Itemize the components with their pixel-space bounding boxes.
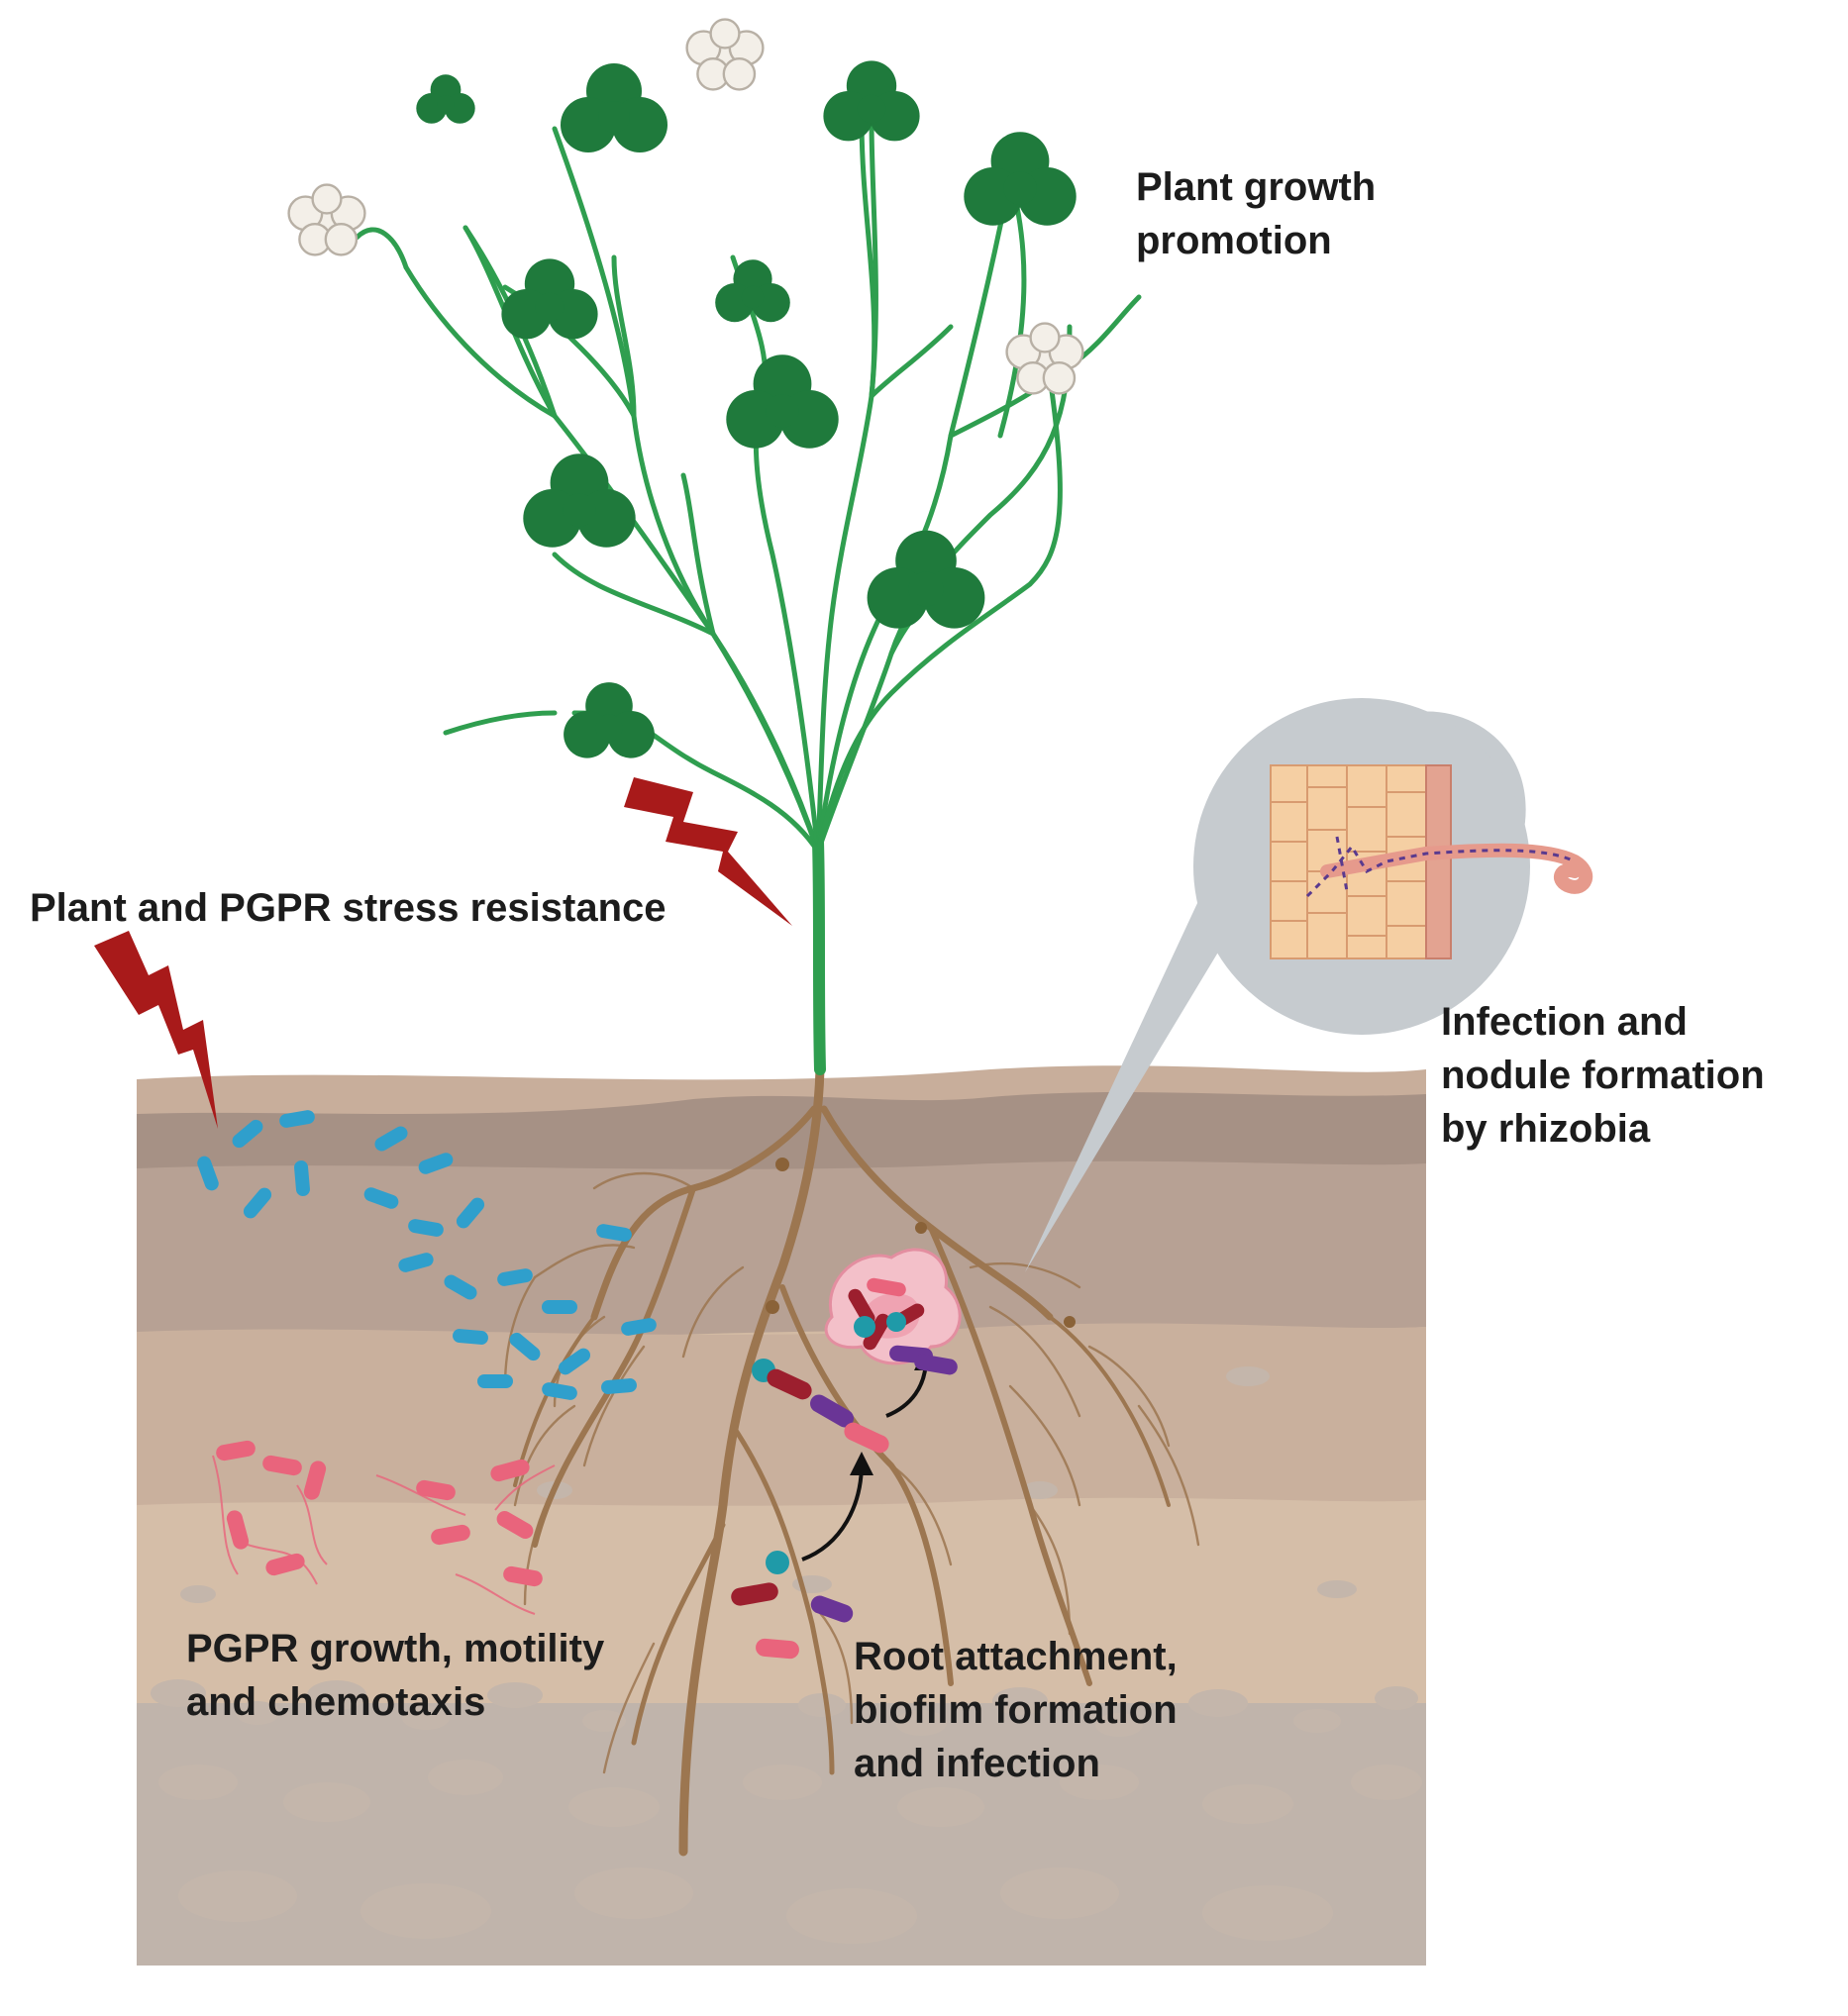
bacterium-icon (431, 1524, 470, 1546)
clover-leaf-icon (416, 74, 475, 124)
bacterium-icon (374, 1126, 408, 1152)
bacterium-icon (416, 1479, 456, 1501)
white-flower-icon (287, 183, 366, 256)
root-colonization (731, 1248, 962, 1660)
white-flower-icon (685, 18, 765, 91)
bacterium-icon (456, 1197, 485, 1229)
bacterium-icon (731, 1582, 778, 1606)
label-line: PGPR growth, motility (186, 1627, 605, 1670)
soil-band (137, 1160, 1426, 1342)
bacterium-icon (497, 1268, 533, 1286)
bacterium-icon (503, 1565, 543, 1587)
bacterium-icon (453, 1329, 488, 1345)
bacterium-icon (542, 1300, 577, 1314)
label-pgpr-growth: PGPR growth, motility and chemotaxis (186, 1622, 604, 1729)
bacterium-icon (265, 1553, 305, 1576)
clover-leaves (416, 60, 1077, 758)
bacterium-icon (477, 1374, 513, 1388)
roots (503, 1064, 1200, 1857)
bacterium-icon (509, 1332, 541, 1361)
bacterium-icon (363, 1187, 399, 1209)
label-line: Plant growth (1136, 165, 1377, 209)
soil (137, 1065, 1426, 1980)
label-line: and infection (854, 1742, 1100, 1785)
bacterium-icon (490, 1459, 530, 1482)
label-nodule-formation: Infection and nodule formation by rhizob… (1441, 995, 1765, 1156)
bacterium-icon (216, 1440, 256, 1462)
nodule-callout (1025, 698, 1593, 1272)
bacterium-icon (542, 1382, 577, 1400)
lightning-bolt-icon (94, 931, 218, 1129)
bacterium-icon (226, 1510, 250, 1550)
infection-thread-icon (1320, 843, 1593, 894)
bacterium-icon (279, 1110, 315, 1128)
bacterium-icon (596, 1224, 632, 1242)
bacterium-icon (197, 1156, 219, 1191)
bacterium-icon (810, 1595, 854, 1623)
pebbles (151, 1366, 1422, 1944)
bacterium-icon (601, 1378, 637, 1394)
bacterium-icon (496, 1511, 534, 1539)
root-cells (1270, 764, 1452, 959)
bacterium-icon (810, 1394, 854, 1428)
curved-arrow-icon (801, 1452, 873, 1562)
label-root-attachment: Root attachment, biofilm formation and i… (854, 1630, 1178, 1790)
bacterium-icon (408, 1219, 444, 1237)
label-line: promotion (1136, 219, 1332, 262)
bacterium-icon (767, 1368, 812, 1400)
clover-leaf-icon (523, 454, 636, 548)
pink-bacteria (212, 1440, 556, 1615)
clover-leaf-icon (867, 530, 985, 629)
clover-leaf-icon (501, 258, 598, 340)
bacterium-icon (303, 1461, 327, 1500)
root-nodule-icon (824, 1248, 962, 1375)
bacterium-icon (243, 1187, 272, 1219)
clover-leaf-icon (561, 63, 667, 152)
clover-leaf-icon (564, 682, 655, 758)
label-stress-resistance: Plant and PGPR stress resistance (30, 881, 667, 935)
bacterium-icon (398, 1253, 434, 1272)
flowers (287, 18, 1084, 395)
bacterium-icon (418, 1153, 454, 1174)
label-line: Root attachment, (854, 1635, 1178, 1678)
soil-band-deep (137, 1497, 1426, 1703)
bacterium-icon (262, 1455, 302, 1476)
bacterium-icon (232, 1119, 263, 1149)
label-plant-growth-promotion: Plant growth promotion (1136, 160, 1376, 267)
blue-bacteria (197, 1110, 657, 1400)
label-line: nodule formation (1441, 1054, 1765, 1097)
label-line: and chemotaxis (186, 1680, 486, 1724)
lightning-bolt-icon (624, 777, 792, 926)
bacterium-icon (558, 1348, 591, 1375)
bacterium-icon (621, 1318, 657, 1336)
lightning-bolts (94, 777, 792, 1129)
clover-leaf-icon (726, 354, 839, 449)
bacterium-icon (844, 1422, 889, 1454)
teal-cell (766, 1551, 789, 1574)
label-line: biofilm formation (854, 1688, 1178, 1732)
bacterium-icon (294, 1160, 310, 1196)
bacterium-icon (444, 1274, 477, 1300)
bacterium-icon (756, 1638, 799, 1660)
label-line: Infection and (1441, 1000, 1688, 1044)
label-line: Plant and PGPR stress resistance (30, 886, 667, 930)
label-line: by rhizobia (1441, 1107, 1651, 1151)
